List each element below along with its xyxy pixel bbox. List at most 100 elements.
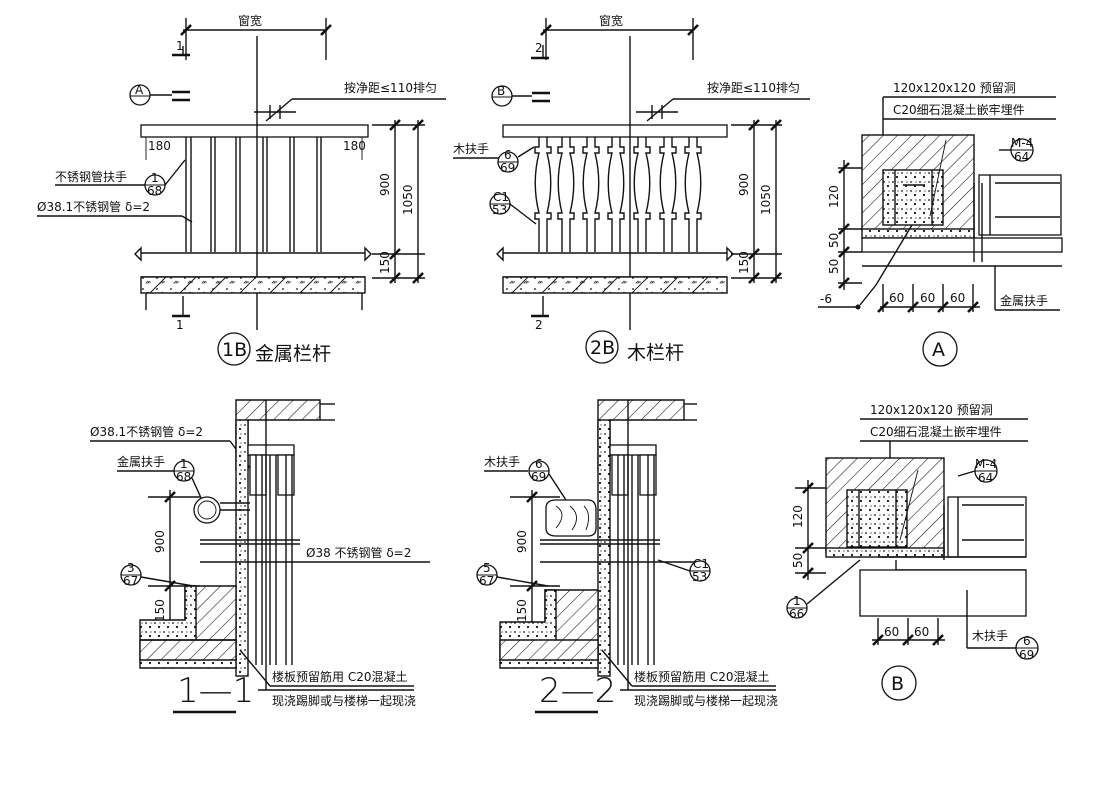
floor-slab — [140, 276, 366, 294]
dim-120: 120 — [827, 185, 841, 208]
base-ref-top: 5 — [483, 561, 491, 575]
wood-rail-label: 木扶手 — [484, 454, 520, 469]
void-note: 120x120x120 预留洞 — [870, 403, 993, 417]
label-circle — [881, 665, 917, 701]
callout-b-label: B — [497, 84, 505, 98]
title-circle — [585, 330, 619, 364]
post-label: Ø38 不锈钢管 δ=2 — [306, 545, 411, 560]
rail-ref-top: 6 — [1023, 634, 1031, 648]
dim-1050: 1050 — [401, 184, 415, 215]
dim-50b: 50 — [827, 259, 841, 274]
wood-rail-label: 木扶手 — [972, 628, 1008, 643]
ref-number: 1B — [222, 339, 247, 361]
dim-120: 120 — [791, 505, 805, 528]
dim-150: 150 — [378, 251, 392, 274]
ref-number: 2B — [590, 337, 615, 359]
dim-900: 900 — [515, 530, 529, 553]
dim-1050: 1050 — [759, 184, 773, 215]
label-circle — [922, 331, 958, 367]
dim-150: 150 — [153, 599, 167, 622]
handrail-label: 金属扶手 — [117, 454, 165, 469]
wood-rail-profile — [545, 499, 597, 537]
handrail-ref-bottom: 68 — [176, 470, 191, 484]
wall-screed — [597, 419, 611, 677]
rail-ref-bottom: 69 — [531, 470, 546, 484]
baluster-ref-top: C1 — [693, 557, 709, 571]
pipe-label: Ø38.1不锈钢管 δ=2 — [37, 199, 150, 214]
section-mark-bottom: 2 — [535, 318, 543, 332]
wood-balusters — [534, 137, 702, 252]
dim-900: 900 — [378, 173, 392, 196]
dim-50a: 50 — [827, 233, 841, 248]
baluster-ref-top: C1 — [493, 190, 509, 204]
left-ref-bottom: 66 — [789, 607, 804, 621]
section-1-1: Ø38.1不锈钢管 δ=2 金属扶手 1 68 — [90, 399, 430, 714]
rail-ref-top: 6 — [535, 457, 543, 471]
dim-50: 50 — [791, 553, 805, 568]
floor-slab — [502, 276, 728, 294]
spacing-note: 按净距≤110排匀 — [344, 81, 437, 95]
metal-balusters — [185, 137, 322, 252]
callout-a-label: A — [135, 83, 144, 97]
wood-handrail — [502, 124, 728, 138]
note-line-1: 楼板预留筋用 C20混凝土 — [272, 669, 407, 684]
baluster-ref-bottom: 53 — [492, 203, 507, 217]
detail-title: 金属栏杆 — [255, 343, 331, 365]
section-2-2: 木扶手 6 69 C1 53 — [476, 399, 778, 714]
dim-900: 900 — [737, 173, 751, 196]
dim-60-3: 60 — [950, 291, 965, 305]
wood-rail-label: 木扶手 — [453, 141, 489, 156]
void-note: 120x120x120 预留洞 — [893, 81, 1016, 95]
note-line-1: 楼板预留筋用 C20混凝土 — [634, 669, 769, 684]
wall-ref-top: M-4 — [1011, 136, 1033, 150]
wall-screed — [235, 419, 249, 677]
wall-ref-bottom: 64 — [978, 471, 993, 485]
offset-right-dim: 180 — [343, 139, 366, 153]
detail-b: 120x120x120 预留洞 C20细石混凝土嵌牢埋件 M-4 64 120 … — [786, 403, 1039, 701]
dim-60-2: 60 — [920, 291, 935, 305]
handrail-label: 金属扶手 — [1000, 293, 1048, 308]
base-ref-bottom: 67 — [479, 574, 494, 588]
screed — [861, 228, 975, 239]
section-mark-top: 2 — [535, 41, 543, 55]
note-line-2: 现浇踢脚或与楼梯一起现浇 — [634, 693, 778, 708]
section-label: 1—1 — [177, 671, 254, 711]
detail-a: 120x120x120 预留洞 C20细石混凝土嵌牢埋件 M-4 64 — [818, 81, 1063, 367]
top-handrail — [140, 124, 369, 138]
dim-60-2: 60 — [914, 625, 929, 639]
detail-metal-railing: 窗宽 1 A 按净距≤110排匀 180 180 — [37, 13, 446, 366]
dim-60-1: 60 — [889, 291, 904, 305]
base-ref-top: 3 — [127, 561, 135, 575]
dim-900: 900 — [153, 530, 167, 553]
handrail-ref-top: 1 — [151, 171, 159, 185]
wall-ref-bottom: 64 — [1014, 150, 1029, 164]
rail-ref-bottom: 69 — [500, 161, 515, 175]
note-line-2: 现浇踢脚或与楼梯一起现浇 — [272, 693, 416, 708]
rail-ref-top: 6 — [504, 148, 512, 162]
screed — [825, 547, 945, 558]
handrail-label: 不锈钢管扶手 — [55, 169, 127, 184]
detail-label: A — [932, 339, 945, 361]
embed-note: C20细石混凝土嵌牢埋件 — [870, 424, 1002, 439]
wall-ref-top: M-4 — [975, 457, 997, 471]
rail-ref-bottom: 69 — [1019, 648, 1034, 662]
embed-note: C20细石混凝土嵌牢埋件 — [893, 102, 1025, 117]
baluster-ref-bottom: 53 — [692, 570, 707, 584]
embed-void — [882, 169, 944, 226]
title-circle — [217, 332, 251, 366]
dim-60-1: 60 — [884, 625, 899, 639]
offset-left-dim: 180 — [148, 139, 171, 153]
detail-title: 木栏杆 — [627, 342, 684, 364]
handrail-ref-top: 1 — [180, 457, 188, 471]
pipe-label: Ø38.1不锈钢管 δ=2 — [90, 424, 203, 439]
section-mark-bottom: 1 — [176, 318, 184, 332]
window-width-label: 窗宽 — [238, 13, 262, 28]
frame-profile — [947, 496, 1027, 558]
base-ref-bottom: 67 — [123, 574, 138, 588]
level-mark: -6 — [820, 292, 832, 306]
left-ref-top: 1 — [793, 594, 801, 608]
embed-void — [846, 489, 908, 548]
dim-150: 150 — [515, 599, 529, 622]
section-label: 2—2 — [539, 671, 616, 711]
section-mark-top: 1 — [176, 39, 184, 53]
